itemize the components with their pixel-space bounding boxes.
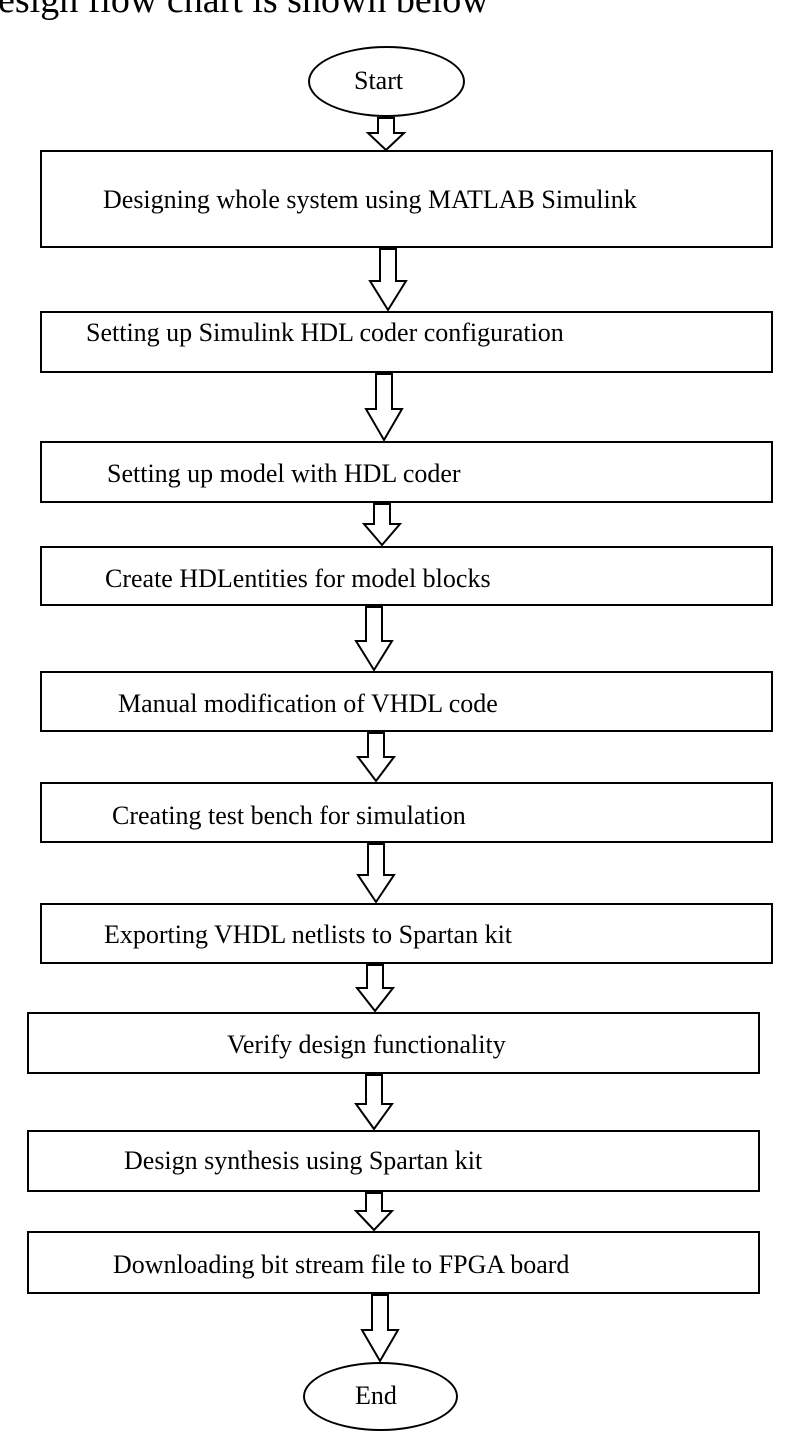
step-7-label: Exporting VHDL netlists to Spartan kit: [104, 920, 513, 949]
step-9-label: Design synthesis using Spartan kit: [124, 1146, 483, 1175]
step-3-box: [40, 441, 773, 503]
arrow-step-4-to-step-5: [354, 606, 394, 672]
step-3-label: Setting up model with HDL coder: [107, 459, 461, 488]
step-10-box: [27, 1231, 760, 1294]
arrow-step-9-to-step-10: [353, 1192, 395, 1232]
arrow-step-8-to-step-9: [354, 1074, 394, 1131]
arrow-step-3-to-step-4: [361, 503, 403, 547]
step-9-box: [27, 1130, 760, 1192]
start-label: Start: [354, 66, 404, 95]
end-label: End: [355, 1381, 397, 1410]
caption-text: esign flow chart is shown below: [0, 0, 489, 21]
step-2-label: Setting up Simulink HDL coder configurat…: [86, 318, 564, 347]
arrow-step-5-to-step-6: [356, 732, 396, 783]
step-10-label: Downloading bit stream file to FPGA boar…: [113, 1250, 570, 1279]
step-1-label: Designing whole system using MATLAB Simu…: [103, 185, 637, 214]
step-4-label: Create HDLentities for model blocks: [105, 564, 491, 593]
step-5-label: Manual modification of VHDL code: [118, 689, 498, 718]
step-8-box: [27, 1012, 760, 1074]
step-5-box: [40, 671, 773, 732]
arrow-step-2-to-step-3: [364, 373, 404, 442]
step-1-box: [40, 150, 773, 248]
arrow-step-7-to-step-8: [354, 964, 396, 1013]
arrow-step-1-to-step-2: [368, 248, 408, 312]
step-6-label: Creating test bench for simulation: [112, 801, 466, 830]
arrow-start-to-step-1: [365, 117, 407, 152]
step-6-box: [40, 782, 773, 843]
step-2-box: [40, 311, 773, 373]
end-terminal: [303, 1362, 458, 1431]
step-4-box: [40, 546, 773, 606]
start-terminal: [308, 46, 465, 117]
arrow-step-10-to-end: [360, 1294, 400, 1363]
step-8-label: Verify design functionality: [227, 1030, 506, 1059]
step-7-box: [40, 903, 773, 964]
arrow-step-6-to-step-7: [356, 843, 396, 904]
